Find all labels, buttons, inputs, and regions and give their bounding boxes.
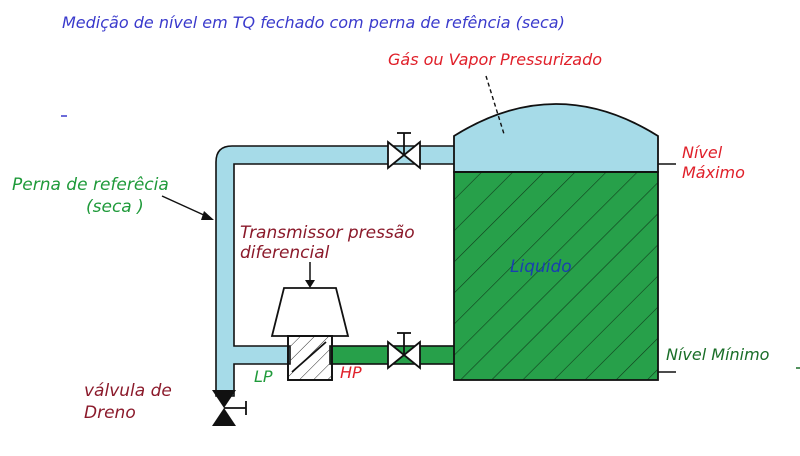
level-max-label-1: Nível [682,143,723,162]
lp-label: LP [254,367,273,386]
transmitter-label-1: Transmissor pressão [240,223,415,243]
drain-label-2: Dreno [84,403,136,423]
tank-gas-space [453,103,659,173]
leg-arrow [161,195,207,217]
drain-label-1: válvula de [84,381,172,401]
level-max-label-2: Máximo [682,163,745,182]
reference-leg-label-1: Perna de referêcia [12,175,169,195]
hp-label: HP [340,363,362,382]
top-valve [387,132,421,170]
leg-arrowhead [201,211,214,220]
diagram-title: Medição de nível em TQ fechado com perna… [62,13,565,32]
drain-valve [212,390,247,426]
dp-transmitter [270,287,350,381]
level-min-label: Nível Mínimo [666,345,770,364]
bottom-valve [387,332,421,370]
transmitter-label-2: diferencial [240,243,330,263]
reference-leg-label-2: (seca ) [86,197,144,217]
tank-liquid [453,171,659,381]
gas-leader [485,75,505,135]
liquid-label: Liquido [510,257,572,277]
transmitter-arrowhead [305,280,315,288]
gas-label: Gás ou Vapor Pressurizado [388,50,602,69]
